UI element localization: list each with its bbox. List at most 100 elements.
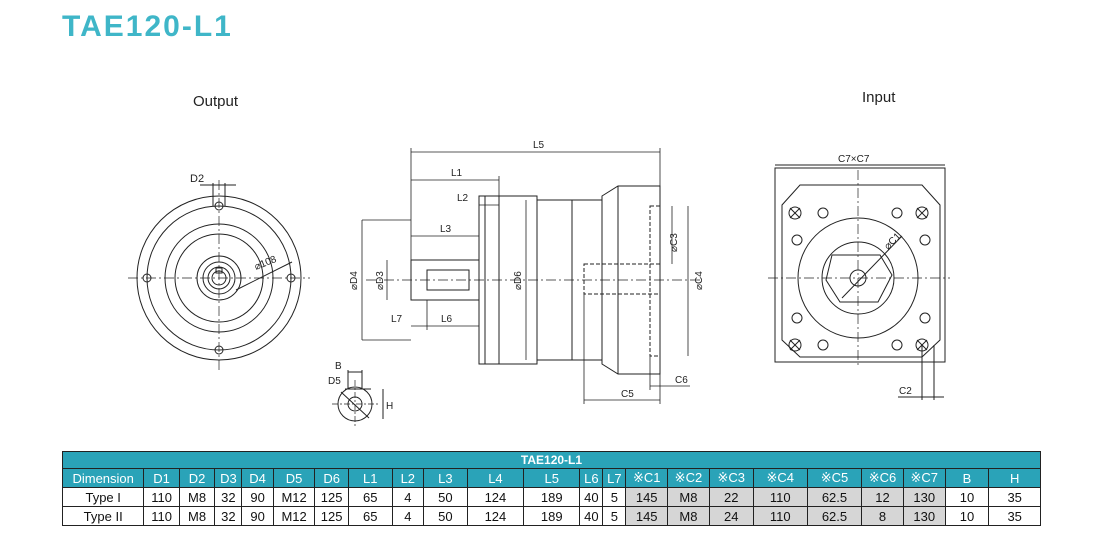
label-c4: ⌀C4 <box>694 271 705 290</box>
table-header-8: L2 <box>391 468 424 488</box>
table-cell: 32 <box>214 487 243 507</box>
table-header-7: L1 <box>347 468 393 488</box>
table-cell: 4 <box>391 487 424 507</box>
table-cell: M8 <box>667 506 710 526</box>
label-c7xc7: C7×C7 <box>838 154 870 165</box>
table-cell: M12 <box>272 506 316 526</box>
table-header-19: ※C6 <box>861 468 904 488</box>
label-l7: L7 <box>391 314 403 325</box>
table-cell: 32 <box>214 506 243 526</box>
table-cell: 50 <box>422 506 468 526</box>
table-cell: 10 <box>944 506 990 526</box>
table-cell: 189 <box>523 487 581 507</box>
table-header-2: D2 <box>178 468 216 488</box>
technical-drawing: D2 ⌀108 <box>128 140 950 428</box>
label-d108: ⌀108 <box>253 254 279 273</box>
label-c3: ⌀C3 <box>669 233 680 252</box>
table-cell: 10 <box>944 487 990 507</box>
table-header-18: ※C5 <box>806 468 863 488</box>
table-header-5: D5 <box>272 468 316 488</box>
table-cell: 5 <box>602 487 627 507</box>
label-l2: L2 <box>457 193 469 204</box>
side-view-body <box>366 185 700 375</box>
label-d3: ⌀D3 <box>375 271 386 290</box>
table-header-16: ※C3 <box>708 468 754 488</box>
table-cell: 35 <box>988 487 1041 507</box>
table-cell: 4 <box>391 506 424 526</box>
label-c1: ⌀C1 <box>882 231 903 252</box>
table-caption: TAE120-L1 <box>62 451 1041 469</box>
label-l5: L5 <box>533 140 545 151</box>
output-view-label: Output <box>193 93 239 110</box>
table-cell: M8 <box>178 506 216 526</box>
table-header-6: D6 <box>314 468 349 488</box>
table-cell: 65 <box>347 487 393 507</box>
table-cell: 40 <box>579 487 604 507</box>
table-header-14: ※C1 <box>625 468 669 488</box>
table-header-9: L3 <box>422 468 468 488</box>
table-cell: 50 <box>422 487 468 507</box>
table-header-22: H <box>988 468 1041 488</box>
table-header-17: ※C4 <box>752 468 808 488</box>
table-cell: 124 <box>466 506 525 526</box>
table-cell: 110 <box>143 487 180 507</box>
table-cell: 125 <box>314 487 349 507</box>
label-c6: C6 <box>675 375 688 386</box>
table-cell: 145 <box>625 487 669 507</box>
table-header-0: Dimension <box>61 468 145 488</box>
label-c5: C5 <box>621 389 634 400</box>
table-cell: M8 <box>667 487 710 507</box>
table-cell: 90 <box>241 487 274 507</box>
output-flange-view <box>128 180 310 372</box>
table-cell: 90 <box>241 506 274 526</box>
table-cell: 124 <box>466 487 525 507</box>
side-view-dimensions <box>361 148 690 404</box>
table-header-20: ※C7 <box>902 468 946 488</box>
table-cell: 5 <box>602 506 627 526</box>
table-cell: 110 <box>752 506 808 526</box>
table-header-12: L6 <box>579 468 604 488</box>
label-c2: C2 <box>899 386 912 397</box>
row-type-label: Type II <box>61 506 145 526</box>
row-type-label: Type I <box>61 487 145 507</box>
table-cell: 24 <box>708 506 754 526</box>
table-cell: 125 <box>314 506 349 526</box>
table-cell: 110 <box>752 487 808 507</box>
input-flange-view <box>768 164 950 400</box>
table-cell: M12 <box>272 487 316 507</box>
table-header-4: D4 <box>241 468 274 488</box>
label-d6: ⌀D6 <box>513 271 524 290</box>
table-cell: 35 <box>988 506 1041 526</box>
label-l1: L1 <box>451 168 463 179</box>
table-header-15: ※C2 <box>667 468 710 488</box>
table-cell: 130 <box>902 487 946 507</box>
table-header-13: L7 <box>602 468 627 488</box>
table-header-10: L4 <box>466 468 525 488</box>
table-cell: 40 <box>579 506 604 526</box>
table-cell: 110 <box>143 506 180 526</box>
label-h: H <box>386 401 393 412</box>
table-cell: 62.5 <box>806 487 863 507</box>
key-section-view <box>332 370 384 428</box>
table-cell: 189 <box>523 506 581 526</box>
label-d5: D5 <box>328 376 341 387</box>
table-cell: 62.5 <box>806 506 863 526</box>
table-cell: 8 <box>861 506 904 526</box>
table-cell: 145 <box>625 506 669 526</box>
table-cell: 65 <box>347 506 393 526</box>
table-header-21: B <box>944 468 990 488</box>
label-b: B <box>335 361 342 372</box>
table-header-11: L5 <box>523 468 581 488</box>
table-header-3: D3 <box>214 468 243 488</box>
label-l6: L6 <box>441 314 453 325</box>
page-title: TAE120-L1 <box>62 10 233 43</box>
label-d4: ⌀D4 <box>349 271 360 290</box>
table-cell: M8 <box>178 487 216 507</box>
input-view-label: Input <box>862 89 896 106</box>
table-cell: 12 <box>861 487 904 507</box>
